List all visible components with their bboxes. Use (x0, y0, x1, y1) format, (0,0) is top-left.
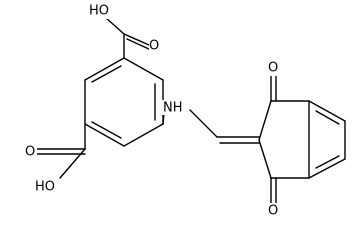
ring-bond-6 (123, 57, 164, 81)
aromatic-inner-double-2 (315, 155, 340, 169)
bond-top-cooh-double-o-2 (126, 38, 152, 51)
bottom-carboxylic-acid-group (35, 123, 86, 179)
indane-bottom-oxygen-label: O (268, 204, 278, 219)
label-bg-top-ho (88, 4, 112, 19)
ring-bond-1 (84, 57, 125, 81)
ring-bond-3 (84, 123, 125, 147)
indane-top-oxygen-label: O (268, 61, 278, 76)
bottom-carbonyl-oxygen-label: O (25, 145, 35, 160)
bond-nh-to-ch (189, 109, 218, 138)
ring-inner-double-2 (91, 121, 122, 139)
molecule-structure-diagram: HO O NH O O HO O (25, 4, 346, 219)
label-bg-bottom-ho (35, 179, 59, 194)
label-bg-top-o (149, 38, 161, 53)
label-bg-indane-o-top (268, 61, 280, 76)
amine-nh-label: NH (163, 101, 183, 116)
bottom-hydroxyl-label: HO (35, 180, 55, 195)
top-hydroxyl-label: HO (89, 4, 109, 19)
ring-bond-4 (123, 123, 164, 147)
label-bg-nh (162, 100, 187, 115)
five-ring-bond-top (258, 100, 272, 141)
aromatic-inner-double-1 (315, 110, 340, 125)
benzoic-ring (84, 57, 164, 147)
top-carboxylic-acid-group (104, 16, 152, 59)
ring-inner-double-1 (91, 65, 122, 83)
top-carbonyl-oxygen-label: O (149, 39, 159, 54)
indane-dione-group (258, 73, 346, 206)
aromatic-ring-bond-top-right (308, 100, 346, 122)
five-ring-bond-bottom (258, 139, 272, 179)
label-bg-indane-o-bottom (268, 203, 280, 218)
aromatic-ring-bond-bottom-right (308, 158, 346, 179)
bond-top-cooh-ho (104, 16, 125, 35)
bond-top-cooh-double-o-1 (123, 33, 150, 46)
label-bg-bottom-o (25, 145, 37, 160)
